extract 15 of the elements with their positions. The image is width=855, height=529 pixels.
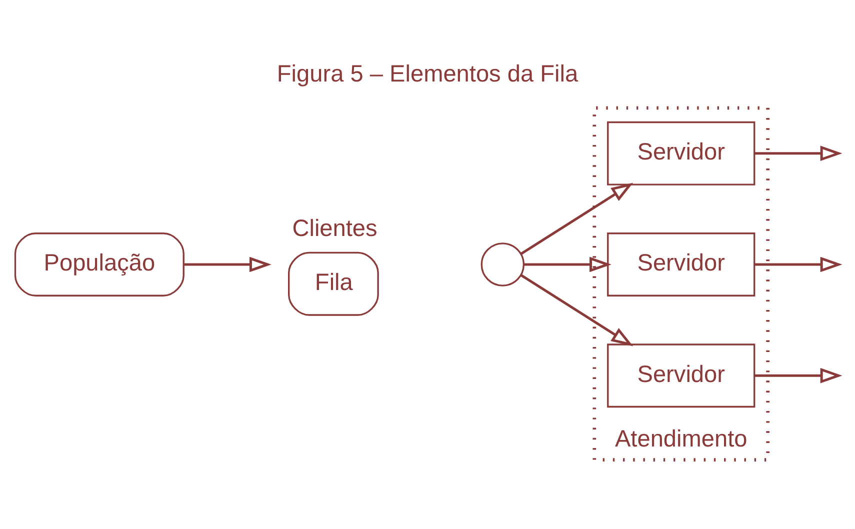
- node-box: Servidor: [607, 232, 756, 296]
- arrow: [754, 146, 842, 162]
- arrow: [520, 274, 634, 346]
- diagram-title: Figura 5 – Elementos da Fila: [276, 60, 578, 86]
- node-label: Clientes: [292, 215, 378, 242]
- arrow: [754, 256, 842, 272]
- arrow: [754, 368, 842, 384]
- node-box: Fila: [288, 252, 379, 316]
- node-box: Servidor: [607, 344, 756, 408]
- node-box: Servidor: [607, 121, 756, 186]
- node-box: População: [14, 232, 184, 296]
- arrow: [524, 256, 612, 272]
- arrow: [184, 256, 272, 272]
- arrow: [520, 182, 634, 255]
- node-circle: [480, 242, 525, 286]
